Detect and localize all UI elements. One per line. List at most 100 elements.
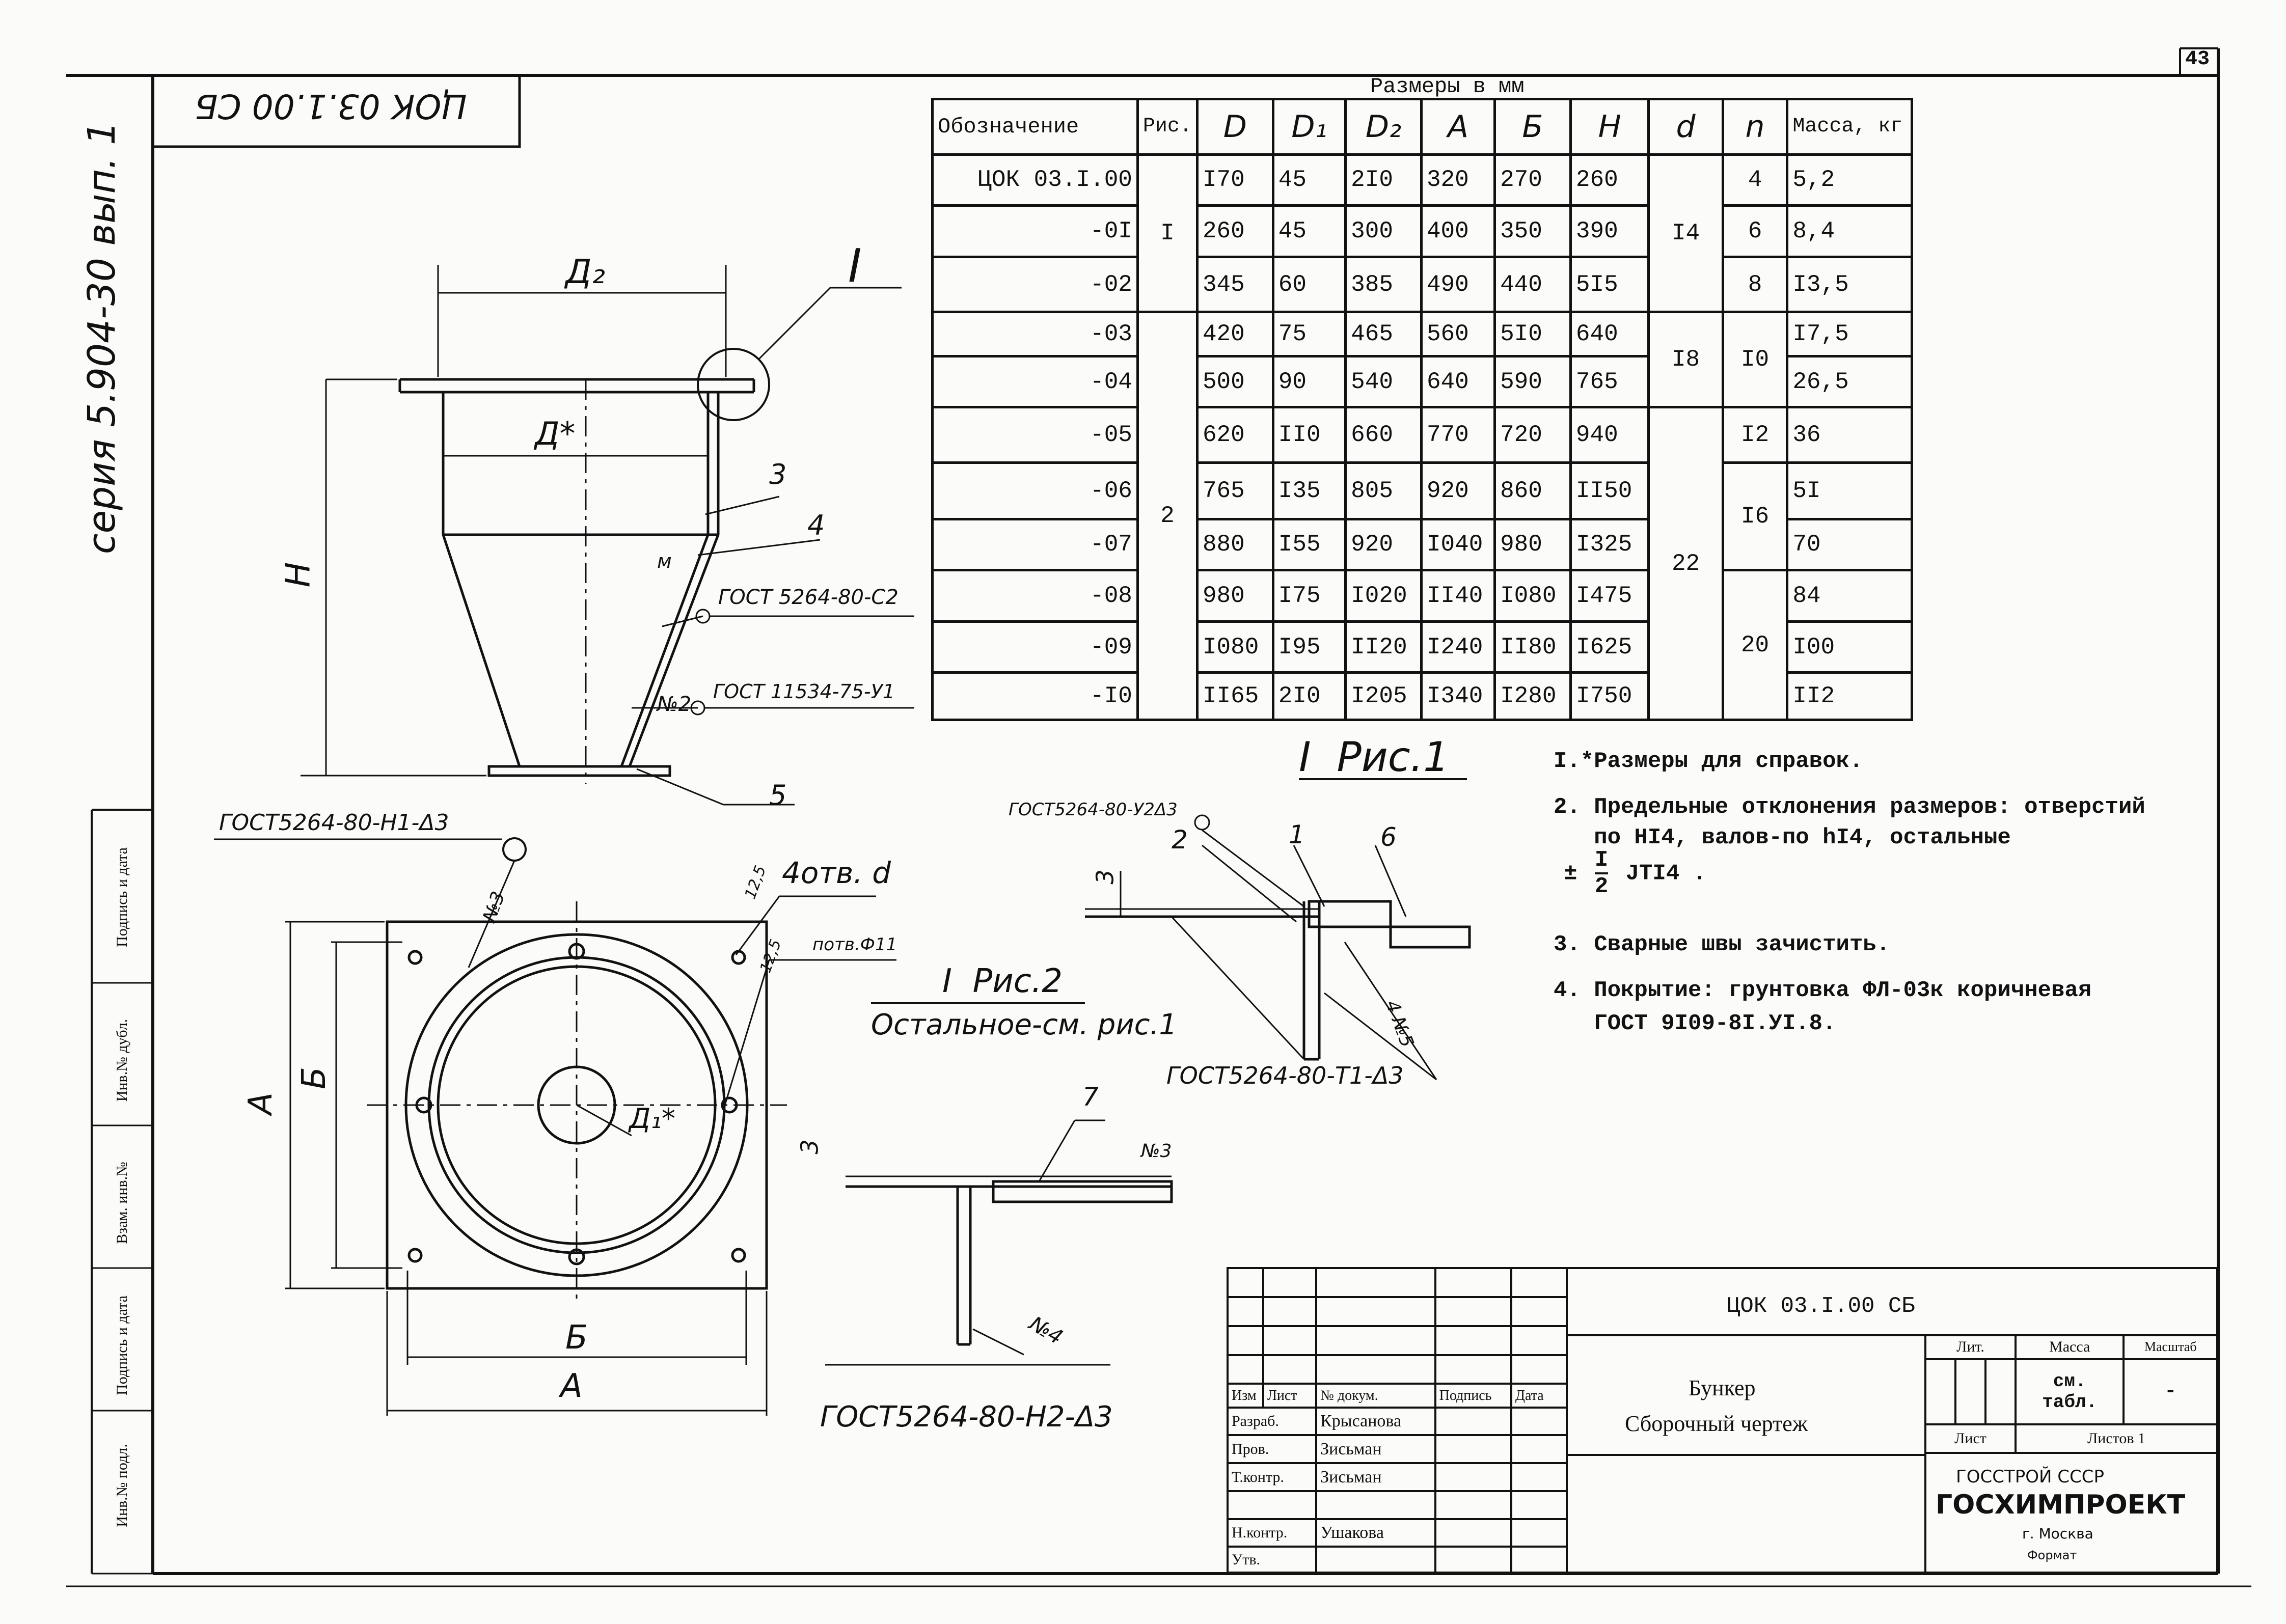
cell: II50 <box>1569 461 1650 520</box>
col-dokum: № докум. <box>1315 1383 1436 1409</box>
org-3: г. Москва <box>2022 1525 2093 1542</box>
th-code: Обозначение <box>931 98 1139 156</box>
label-p7: 7 <box>1082 1082 1099 1112</box>
cell: 765 <box>1195 461 1274 520</box>
title-block-right <box>1568 1267 2218 1574</box>
note-1: I.*Размеры для справок. <box>1554 749 1863 774</box>
cell: 2I0 <box>1344 153 1423 207</box>
cell: II40 <box>1420 569 1496 623</box>
cell-code: -08 <box>931 569 1139 623</box>
cell: I080 <box>1195 620 1274 674</box>
cell: 720 <box>1493 406 1572 464</box>
label-dim3-b: 3 <box>796 1139 824 1154</box>
label-gost-h2: ГОСТ5264-80-Н2-Δ3 <box>820 1400 1113 1434</box>
cell: 400 <box>1420 204 1496 258</box>
fraction-num: I <box>1594 848 1609 874</box>
note-2-cont: по HI4, валов-по hI4, остальные <box>1554 825 2011 850</box>
cell-mass: II2 <box>1786 671 1913 721</box>
scale-value: - <box>2122 1358 2218 1425</box>
label-d1: Д₁* <box>629 1103 675 1135</box>
cell-n: 20 <box>1721 569 1789 721</box>
role-prov: Пров. <box>1226 1434 1318 1465</box>
doc-subname: Сборочный чертеж <box>1625 1411 1808 1436</box>
cell: 260 <box>1569 153 1650 207</box>
cell-n: 8 <box>1721 255 1789 314</box>
cell: I080 <box>1493 569 1572 623</box>
cell: 90 <box>1271 354 1347 409</box>
th-a: A <box>1420 98 1496 156</box>
sheet-head: Лист <box>1924 1423 2017 1454</box>
cell-mass: I3,5 <box>1786 255 1913 314</box>
cell-mass: 8,4 <box>1786 204 1913 258</box>
cell: 920 <box>1420 461 1496 520</box>
masshtab-head: Масштаб <box>2122 1334 2218 1360</box>
cell: 440 <box>1493 255 1572 314</box>
doc-name: Бункер <box>1689 1375 1756 1400</box>
role-razrab: Разраб. <box>1226 1406 1318 1437</box>
label-b-bottom: Б <box>565 1319 588 1357</box>
page-number: 43 <box>2185 48 2210 71</box>
cell: 500 <box>1195 354 1274 409</box>
cell: 765 <box>1569 354 1650 409</box>
cell: 490 <box>1420 255 1496 314</box>
cell: II0 <box>1271 406 1347 464</box>
cell: 560 <box>1420 311 1496 357</box>
cell-code: -02 <box>931 255 1139 314</box>
cell: 60 <box>1271 255 1347 314</box>
cell-n: 6 <box>1721 204 1789 258</box>
cell: I240 <box>1420 620 1496 674</box>
cell: 270 <box>1493 153 1572 207</box>
label-holes: 4отв. d <box>782 856 891 890</box>
col-izm: Изм <box>1227 1383 1264 1409</box>
detail-ris2 <box>825 1119 1173 1366</box>
cell-mass: 70 <box>1786 517 1913 572</box>
cell-code: -03 <box>931 311 1139 357</box>
massa-value-2: табл. <box>2042 1391 2098 1413</box>
cell: 660 <box>1344 406 1423 464</box>
title-divider-2 <box>1568 1454 1924 1456</box>
cell: 640 <box>1420 354 1496 409</box>
cell-n: I2 <box>1721 406 1789 464</box>
cell-n: I6 <box>1721 461 1789 572</box>
cell: I040 <box>1420 517 1496 572</box>
title-block-lit: Лит. Масса Масштаб см. табл. - Лист Лист… <box>1924 1334 2218 1454</box>
th-h: H <box>1569 98 1650 156</box>
cell: II65 <box>1195 671 1274 721</box>
cell: I95 <box>1271 620 1347 674</box>
label-gost-u1: ГОСТ 11534-75-У1 <box>713 680 895 703</box>
label-thru: потв.Ф11 <box>812 934 897 955</box>
cell: 385 <box>1344 255 1423 314</box>
cell-ris: 2 <box>1136 311 1199 721</box>
massa-head: Масса <box>2014 1334 2125 1360</box>
label-pos-m: м <box>657 550 672 572</box>
cell: 920 <box>1344 517 1423 572</box>
left-stamp-vzam: Взам. инв.№ <box>114 1162 130 1244</box>
label-gost-u2: ГОСТ5264-80-У2Δ3 <box>1009 800 1178 820</box>
left-stamp-dubl: Инв.№ дубл. <box>114 1019 130 1102</box>
cell-n: I0 <box>1721 311 1789 409</box>
lit-head: Лит. <box>1924 1334 2017 1360</box>
col-data: Дата <box>1510 1383 1568 1409</box>
col-list: Лист <box>1262 1383 1318 1409</box>
label-ris2-title: I Рис.2 <box>942 962 1063 1000</box>
cell-mass: 5,2 <box>1786 153 1913 207</box>
cell: 390 <box>1569 204 1650 258</box>
cell-ris: I <box>1136 153 1199 314</box>
col-podpis: Подпись <box>1434 1383 1512 1409</box>
label-pos5: 5 <box>769 779 787 811</box>
cell: 260 <box>1195 204 1274 258</box>
massa-value: см. табл. <box>2014 1358 2125 1425</box>
left-stamp-inv: Инв.№ подл. <box>114 1444 130 1527</box>
cell-mass: I00 <box>1786 620 1913 674</box>
format-label: Формат <box>2027 1548 2077 1562</box>
label-pos3: 3 <box>769 458 787 490</box>
cell: 350 <box>1493 204 1572 258</box>
